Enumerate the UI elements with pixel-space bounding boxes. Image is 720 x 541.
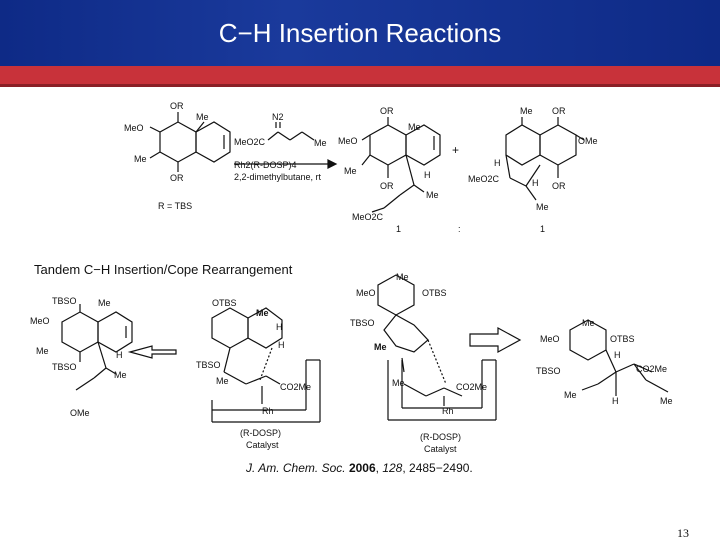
- svg-text:Me: Me: [396, 272, 409, 282]
- svg-text:H: H: [116, 350, 123, 360]
- svg-text:Me: Me: [256, 308, 269, 318]
- svg-text:H: H: [532, 178, 539, 188]
- svg-text:TBSO: TBSO: [52, 296, 77, 306]
- page-number: 13: [677, 526, 689, 540]
- svg-text:1: 1: [396, 224, 401, 234]
- svg-text:H: H: [614, 350, 621, 360]
- svg-text:Me: Me: [660, 396, 673, 406]
- svg-text:Me: Me: [374, 342, 387, 352]
- ts1-structure: [211, 307, 321, 423]
- svg-text:N2: N2: [272, 112, 284, 122]
- slide-title: C−H Insertion Reactions: [218, 18, 502, 48]
- citation-pages: 2485−2490.: [409, 461, 473, 475]
- top-scheme-labels: OR Me MeO Me OR R = TBS N2 MeO2C Me Rh2(…: [124, 101, 598, 234]
- svg-text:Me: Me: [196, 112, 209, 122]
- svg-text:Rh2(R-DOSP)4: Rh2(R-DOSP)4: [234, 160, 297, 170]
- svg-text:H: H: [494, 158, 501, 168]
- svg-text:R = TBS: R = TBS: [158, 201, 192, 211]
- svg-text:Me: Me: [114, 370, 127, 380]
- svg-text:+: +: [452, 143, 459, 157]
- svg-text:Me: Me: [98, 298, 111, 308]
- svg-text:MeO: MeO: [540, 334, 560, 344]
- svg-text:Me: Me: [216, 376, 229, 386]
- svg-text:TBSO: TBSO: [196, 360, 221, 370]
- svg-text:MeO: MeO: [30, 316, 50, 326]
- citation: J. Am. Chem. Soc. 2006, 128, 2485−2490.: [246, 461, 473, 475]
- left-product-structure: [61, 304, 133, 391]
- svg-text:MeO2C: MeO2C: [234, 137, 266, 147]
- svg-text:OR: OR: [170, 173, 184, 183]
- svg-text:Me: Me: [314, 138, 327, 148]
- svg-text:Me: Me: [392, 378, 405, 388]
- svg-text:(R-DOSP): (R-DOSP): [420, 432, 461, 442]
- svg-text:OTBS: OTBS: [422, 288, 447, 298]
- citation-year: 2006: [348, 461, 376, 475]
- product2-structure: [505, 117, 585, 201]
- svg-text:TBSO: TBSO: [536, 366, 561, 376]
- svg-text:2,2-dimethylbutane, rt: 2,2-dimethylbutane, rt: [234, 172, 322, 182]
- svg-text:Rh: Rh: [262, 406, 274, 416]
- svg-text:Me: Me: [582, 318, 595, 328]
- svg-text:H: H: [278, 340, 285, 350]
- citation-volume: 128: [382, 461, 403, 475]
- accent-shadow: [0, 84, 720, 87]
- svg-text:Me: Me: [36, 346, 49, 356]
- svg-text:CO2Me: CO2Me: [280, 382, 311, 392]
- svg-text:OMe: OMe: [578, 136, 598, 146]
- svg-text:TBSO: TBSO: [52, 362, 77, 372]
- svg-text:CO2Me: CO2Me: [636, 364, 667, 374]
- section-subtitle: Tandem C−H Insertion/Cope Rearrangement: [34, 262, 293, 277]
- svg-text:OR: OR: [380, 181, 394, 191]
- svg-text:1: 1: [540, 224, 545, 234]
- svg-text:CO2Me: CO2Me: [456, 382, 487, 392]
- svg-text:OR: OR: [170, 101, 184, 111]
- svg-text:H: H: [424, 170, 431, 180]
- svg-text:H: H: [612, 396, 619, 406]
- svg-text::: :: [458, 224, 461, 234]
- svg-text:Me: Me: [134, 154, 147, 164]
- svg-text:Rh: Rh: [442, 406, 454, 416]
- svg-text:H: H: [276, 322, 283, 332]
- svg-text:MeO2C: MeO2C: [468, 174, 500, 184]
- svg-text:Me: Me: [536, 202, 549, 212]
- top-reactant-structure: [149, 112, 231, 172]
- svg-text:MeO: MeO: [356, 288, 376, 298]
- svg-text:MeO: MeO: [124, 123, 144, 133]
- svg-text:MeO: MeO: [338, 136, 358, 146]
- svg-text:Me: Me: [344, 166, 357, 176]
- svg-text:OR: OR: [380, 106, 394, 116]
- ts2-structure: [377, 274, 497, 421]
- svg-text:Me: Me: [426, 190, 439, 200]
- svg-text:Me: Me: [520, 106, 533, 116]
- svg-text:OTBS: OTBS: [610, 334, 635, 344]
- svg-text:OTBS: OTBS: [212, 298, 237, 308]
- svg-text:OR: OR: [552, 181, 566, 191]
- cope-arrow: [469, 326, 522, 354]
- svg-text:Me: Me: [408, 122, 421, 132]
- svg-text:(R-DOSP): (R-DOSP): [240, 428, 281, 438]
- svg-text:Catalyst: Catalyst: [246, 440, 279, 450]
- title-bar: [0, 0, 720, 66]
- citation-journal: J. Am. Chem. Soc.: [246, 461, 346, 475]
- svg-text:Catalyst: Catalyst: [424, 444, 457, 454]
- reagent-structure: [267, 122, 315, 141]
- svg-text:MeO2C: MeO2C: [352, 212, 384, 222]
- product1-structure: [361, 117, 441, 213]
- svg-text:Me: Me: [564, 390, 577, 400]
- right-product-structure: [569, 319, 669, 396]
- bottom-scheme-labels: TBSO Me MeO Me H TBSO Me OMe OTBS Me H H…: [30, 272, 673, 454]
- svg-text:TBSO: TBSO: [350, 318, 375, 328]
- retro-arrow-left: [127, 345, 177, 359]
- svg-text:OMe: OMe: [70, 408, 90, 418]
- accent-bar: [0, 66, 720, 84]
- svg-text:OR: OR: [552, 106, 566, 116]
